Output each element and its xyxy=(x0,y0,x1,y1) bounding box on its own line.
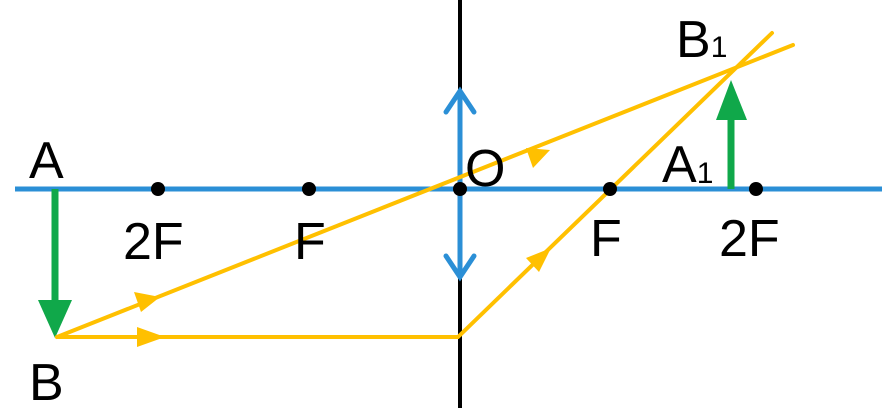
point-f-left xyxy=(302,182,316,196)
object-arrow xyxy=(38,189,72,338)
point-2f-right xyxy=(749,182,763,196)
label-2f-left: 2F xyxy=(123,213,184,271)
label-o: O xyxy=(465,140,505,198)
ray-through-center xyxy=(55,43,795,339)
image-arrow xyxy=(716,80,747,189)
label-b: B xyxy=(29,354,64,408)
label-b1: B1 xyxy=(676,11,727,69)
label-a: A xyxy=(29,132,64,190)
label-f-right: F xyxy=(590,210,622,268)
label-2f-right: 2F xyxy=(719,210,780,268)
ray-arrowheads xyxy=(134,148,551,347)
ray-arrowhead xyxy=(526,248,551,272)
axis-points xyxy=(151,182,763,196)
label-f-left: F xyxy=(294,213,326,271)
ray-arrowhead xyxy=(134,292,160,312)
ray-arrowhead xyxy=(526,148,550,168)
point-2f-left xyxy=(151,182,165,196)
point-f-right xyxy=(603,182,617,196)
point-optical-center xyxy=(453,182,467,196)
rays xyxy=(55,31,795,339)
ray-arrowhead xyxy=(137,327,165,347)
label-a1: A1 xyxy=(662,136,713,194)
ray-parallel-refracted xyxy=(55,31,774,339)
